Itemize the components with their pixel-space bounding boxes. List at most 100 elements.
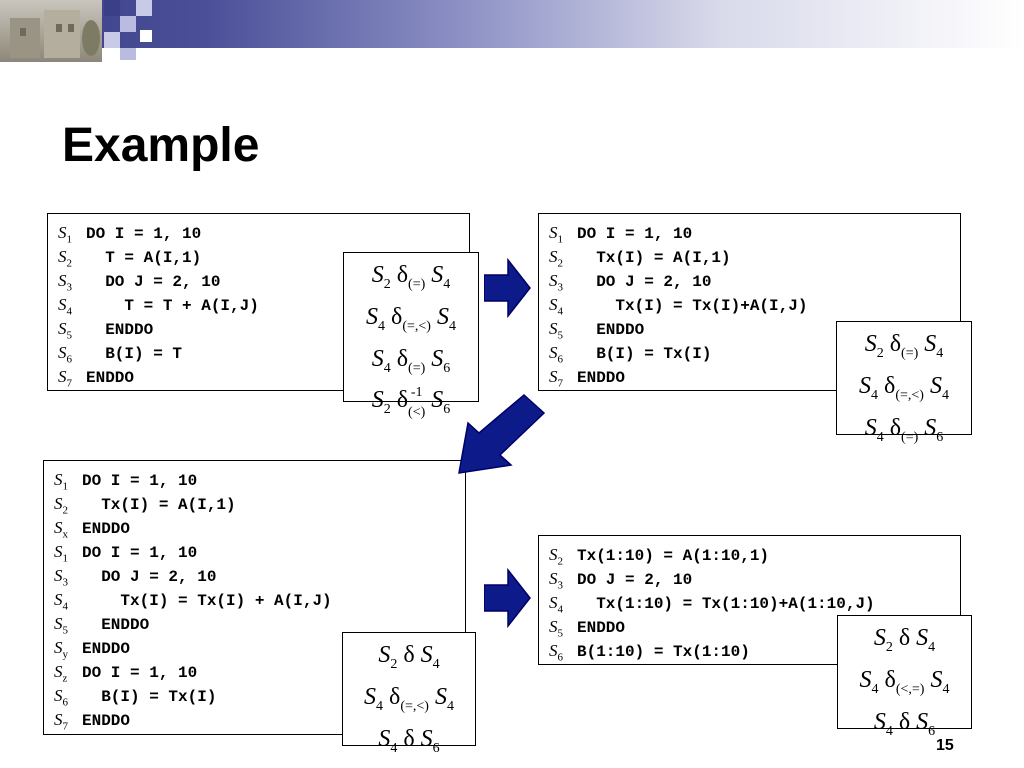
decor-square — [140, 30, 152, 42]
dependence-relation: S4 δ(=) S6 — [371, 345, 451, 376]
statement-label: S2 — [549, 247, 563, 270]
decor-square — [120, 16, 136, 32]
code-text: B(1:10) = Tx(1:10) — [577, 643, 750, 661]
decor-square — [104, 0, 120, 16]
statement-label: S6 — [549, 641, 563, 664]
dependence-box-original: S2 δ(=) S4 S4 δ(=,<) S4 S4 δ(=) S6 S2 δ-1(<… — [343, 252, 479, 419]
code-line: S3 DO J = 2, 10 — [549, 269, 960, 293]
code-line: S4 T = T + A(I,J) — [58, 293, 469, 317]
statement-label: S1 — [58, 223, 72, 246]
code-text: ENDDO — [82, 520, 131, 538]
right-arrow-icon — [484, 568, 531, 628]
dependence-relation: S2 δ S4 — [378, 642, 440, 672]
code-text: Tx(1:10) = A(1:10,1) — [577, 547, 770, 565]
statement-label: S2 — [58, 247, 72, 270]
dependence-relation: S4 δ(=,<) S4 — [859, 372, 949, 403]
code-line: S5 ENDDO — [549, 317, 960, 341]
dependence-relation: S4 δ(<,=) S4 — [859, 666, 950, 697]
code-line: S5 ENDDO — [54, 612, 465, 636]
dependence-relation: S2 δ(=) S4 — [371, 262, 451, 292]
statement-label: S5 — [549, 319, 563, 342]
statement-label: S6 — [54, 686, 68, 709]
statement-label: S3 — [549, 271, 563, 294]
statement-label: S3 — [58, 271, 72, 294]
statement-label: S2 — [54, 494, 68, 517]
code-line: S7 ENDDO — [58, 365, 469, 389]
code-text: ENDDO — [82, 616, 150, 634]
dependence-relation: S2 δ(=) S4 — [864, 331, 944, 361]
code-text: DO I = 1, 10 — [82, 544, 198, 562]
code-text: ENDDO — [86, 321, 154, 339]
campus-building-photo — [0, 0, 102, 62]
code-line: S2 T = A(I,1) — [58, 245, 469, 269]
code-line: S6 B(1:10) = Tx(1:10) — [549, 639, 960, 663]
dependence-relation: S2 δ S4 — [873, 625, 936, 655]
statement-label: S4 — [549, 593, 563, 616]
statement-label: S4 — [54, 590, 68, 613]
code-text: DO J = 2, 10 — [82, 568, 217, 586]
code-text: Tx(1:10) = Tx(1:10)+A(1:10,J) — [577, 595, 875, 613]
code-text: DO I = 1, 10 — [86, 225, 202, 243]
code-line: S4 Tx(I) = Tx(I)+A(I,J) — [549, 293, 960, 317]
code-line: S3 DO J = 2, 10 — [54, 564, 465, 588]
code-line: S1 DO I = 1, 10 — [549, 221, 960, 245]
code-line: Sx ENDDO — [54, 516, 465, 540]
code-line: S2 Tx(I) = A(I,1) — [54, 492, 465, 516]
code-text: ENDDO — [82, 640, 131, 658]
right-arrow-icon — [484, 258, 531, 318]
header-gradient-band — [0, 0, 1024, 48]
statement-label: S5 — [54, 614, 68, 637]
code-line: S1 DO I = 1, 10 — [54, 540, 465, 564]
code-line: S2 Tx(I) = A(I,1) — [549, 245, 960, 269]
code-line: S3 DO J = 2, 10 — [58, 269, 469, 293]
code-text: T = T + A(I,J) — [86, 297, 259, 315]
code-text: ENDDO — [86, 369, 135, 387]
code-text: DO I = 1, 10 — [82, 472, 198, 490]
code-text: Tx(I) = A(I,1) — [82, 496, 236, 514]
code-text: Tx(I) = A(I,1) — [577, 249, 731, 267]
code-line: S5 ENDDO — [58, 317, 469, 341]
code-text: DO I = 1, 10 — [82, 664, 198, 682]
statement-label: S5 — [58, 319, 72, 342]
code-line: S7 ENDDO — [549, 365, 960, 389]
code-line: S6 B(I) = T — [58, 341, 469, 365]
statement-label: Sz — [54, 662, 68, 685]
dependence-relation: S4 δ(=,<) S4 — [366, 303, 456, 334]
code-text: Tx(I) = Tx(I)+A(I,J) — [577, 297, 808, 315]
code-line: S4 Tx(I) = Tx(I) + A(I,J) — [54, 588, 465, 612]
code-text: DO J = 2, 10 — [577, 273, 712, 291]
decor-square — [120, 48, 136, 60]
statement-label: Sx — [54, 518, 68, 541]
code-line: S1 DO I = 1, 10 — [58, 221, 469, 245]
statement-label: S3 — [54, 566, 68, 589]
dependence-relation: S4 δ(=,<) S4 — [364, 683, 454, 714]
arrow-shape — [484, 258, 531, 318]
code-text: ENDDO — [577, 619, 626, 637]
statement-label: S7 — [549, 367, 563, 390]
code-line: S6 B(I) = Tx(I) — [549, 341, 960, 365]
down-left-arrow-icon — [458, 394, 546, 474]
statement-label: S4 — [549, 295, 563, 318]
statement-label: S4 — [58, 295, 72, 318]
statement-label: S1 — [54, 542, 68, 565]
code-text: ENDDO — [577, 321, 645, 339]
decor-square — [136, 0, 152, 16]
statement-label: S7 — [58, 367, 72, 390]
page-number: 15 — [936, 737, 954, 754]
statement-label: S7 — [54, 710, 68, 733]
arrow-shape — [458, 394, 546, 474]
code-text: B(I) = T — [86, 345, 183, 363]
statement-label: S1 — [549, 223, 563, 246]
statement-label: Sy — [54, 638, 68, 661]
statement-label: S6 — [549, 343, 563, 366]
code-text: DO I = 1, 10 — [577, 225, 693, 243]
code-text: ENDDO — [577, 369, 626, 387]
code-text: DO J = 2, 10 — [86, 273, 221, 291]
dependence-relation: S2 δ-1(<) S6 — [371, 384, 451, 420]
